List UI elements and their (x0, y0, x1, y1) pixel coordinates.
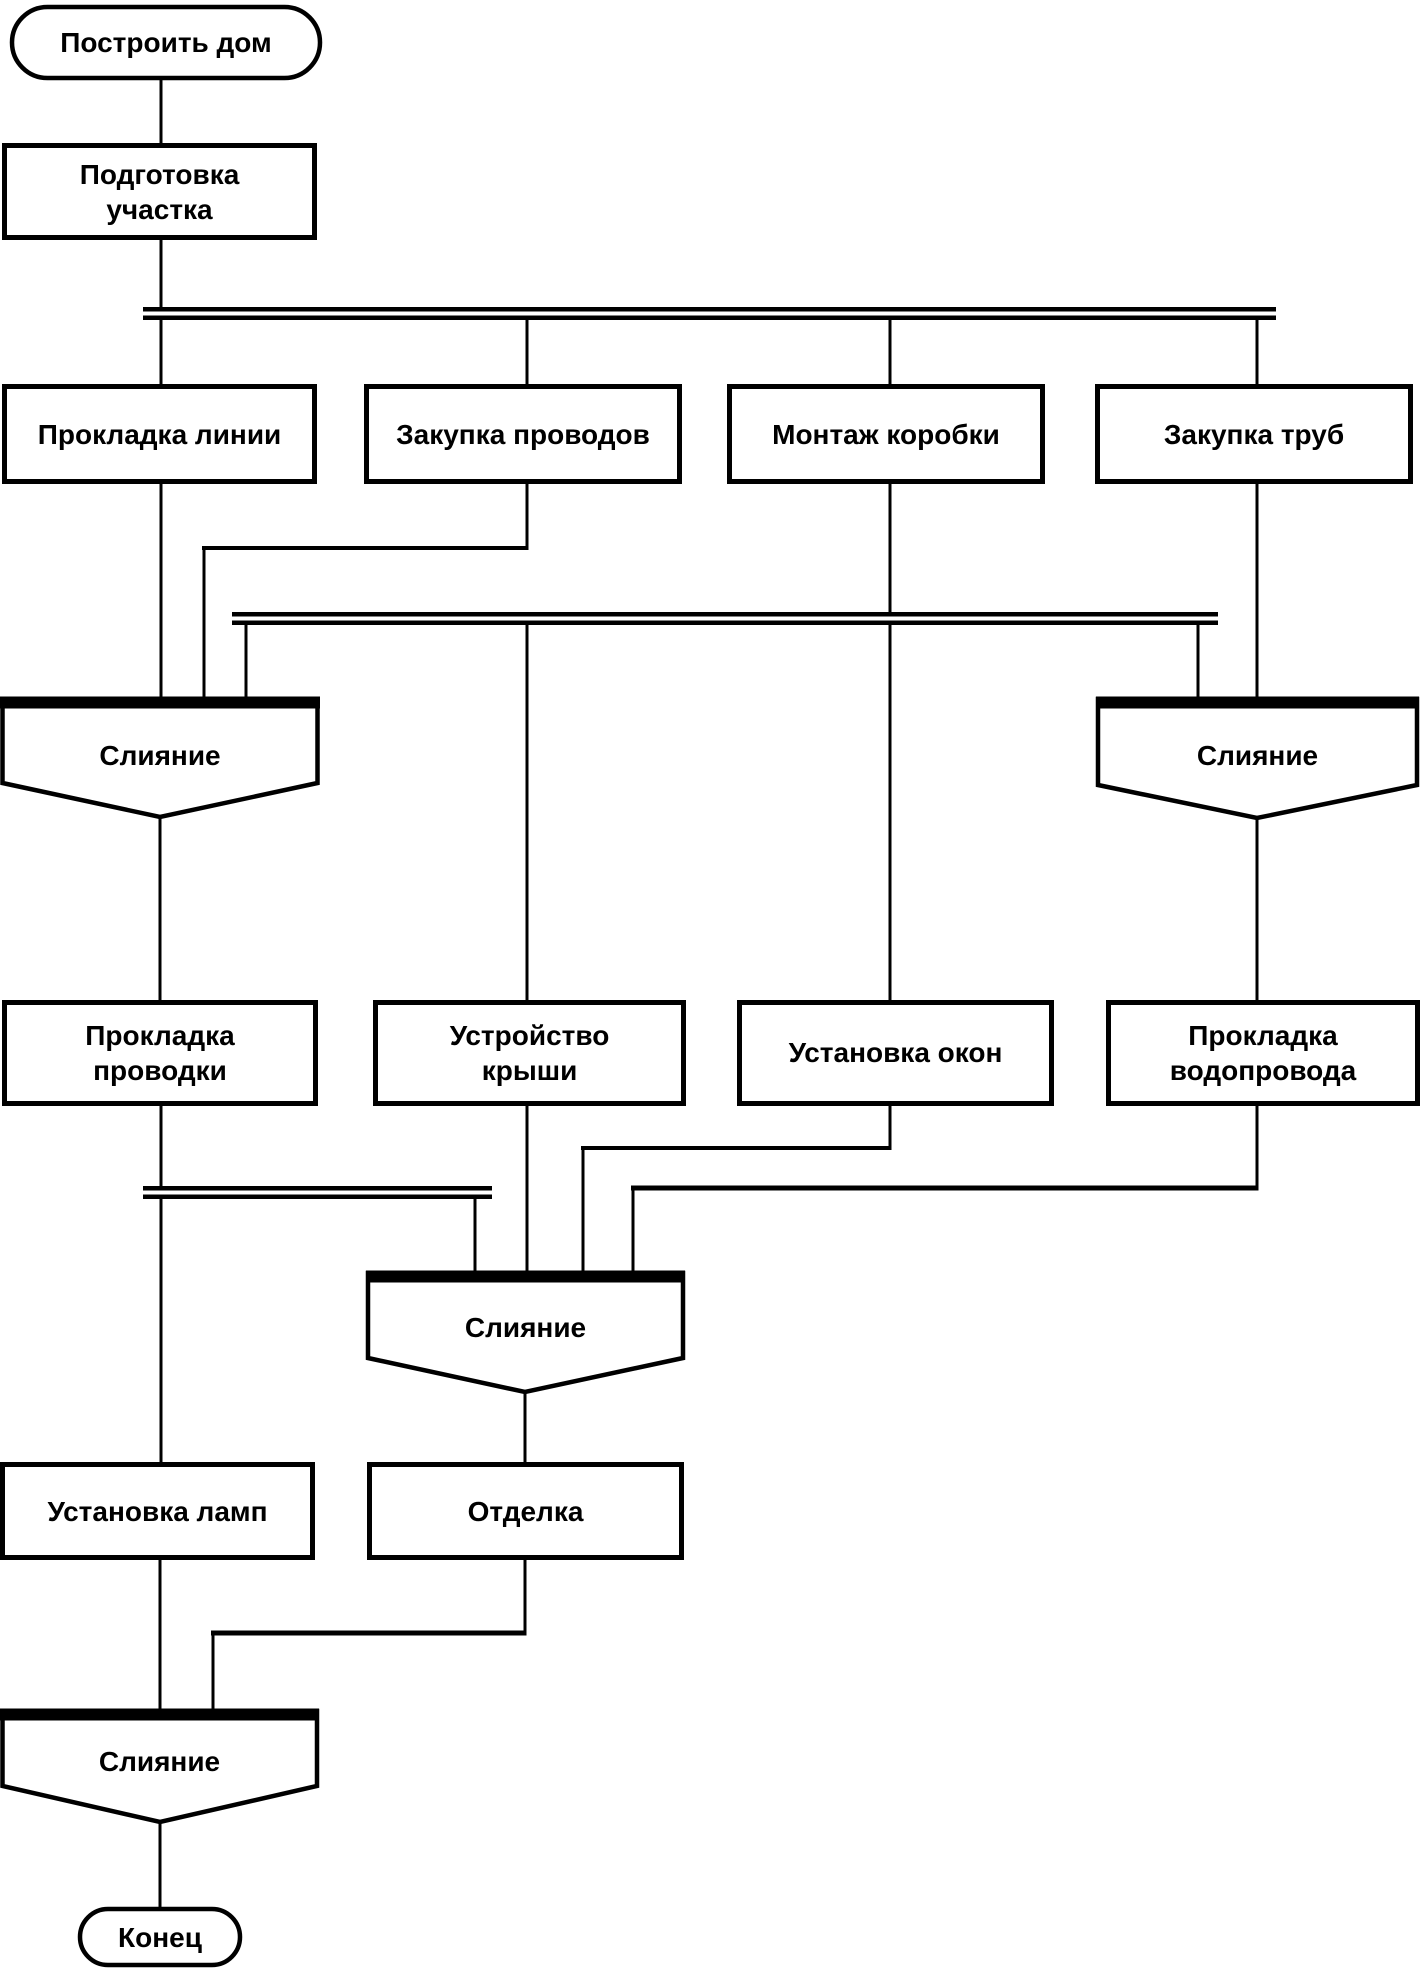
activity-box-box-mounting (727, 384, 1045, 484)
activity-box-line-laying (2, 384, 317, 484)
activity-box-finishing (367, 1462, 684, 1560)
merge-node-left-shape (0, 696, 320, 820)
merge-node-final-shape (0, 1708, 320, 1825)
activity-box-pipe-purchase (1095, 384, 1413, 484)
merge-node-center-shape (365, 1270, 686, 1395)
end-node-shape (77, 1906, 243, 1968)
activity-box-lamps (0, 1462, 315, 1560)
activity-box-windows (737, 1000, 1054, 1106)
activity-box-wiring (2, 1000, 318, 1106)
start-node-shape (9, 4, 323, 81)
activity-box-roof (373, 1000, 686, 1106)
activity-box-wire-purchase (364, 384, 682, 484)
merge-node-right-shape (1095, 696, 1420, 821)
activity-box-plumbing (1106, 1000, 1420, 1106)
activity-box-site-preparation (2, 143, 317, 240)
